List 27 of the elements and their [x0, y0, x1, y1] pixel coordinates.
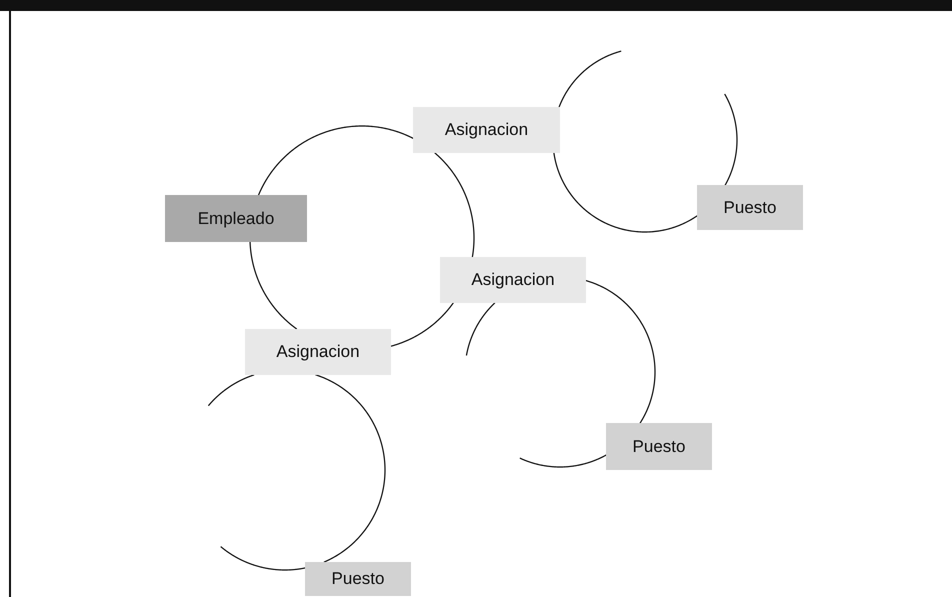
entity-name: Empleado — [198, 208, 274, 228]
connector-arc — [553, 152, 698, 233]
entity-name: Asignacion — [471, 270, 555, 290]
connector-arc — [315, 374, 386, 563]
entity-box — [440, 257, 586, 303]
connector-arc — [258, 125, 414, 196]
entity-box — [165, 195, 307, 242]
connector-arc — [466, 302, 496, 356]
connector-arc — [249, 242, 298, 330]
entity-name: Asignacion — [276, 342, 360, 362]
connector-arc — [724, 94, 738, 186]
entity-name: Puesto — [332, 569, 384, 589]
connector-arc — [220, 546, 306, 571]
entity-name: Asignacion — [444, 120, 528, 140]
connector-arc — [585, 280, 656, 424]
entity-name: Puesto — [632, 436, 686, 456]
connector-arc — [390, 302, 454, 347]
entity-box — [305, 562, 411, 596]
entity-box — [413, 107, 560, 153]
entity-name: Puesto — [724, 198, 776, 218]
entity-box — [245, 329, 391, 375]
connector-arc — [520, 454, 607, 468]
entity-box — [697, 185, 803, 230]
entity-box — [606, 423, 712, 470]
connector-arc — [208, 374, 254, 406]
connector-arc — [558, 50, 622, 108]
connector-arc — [434, 152, 475, 258]
